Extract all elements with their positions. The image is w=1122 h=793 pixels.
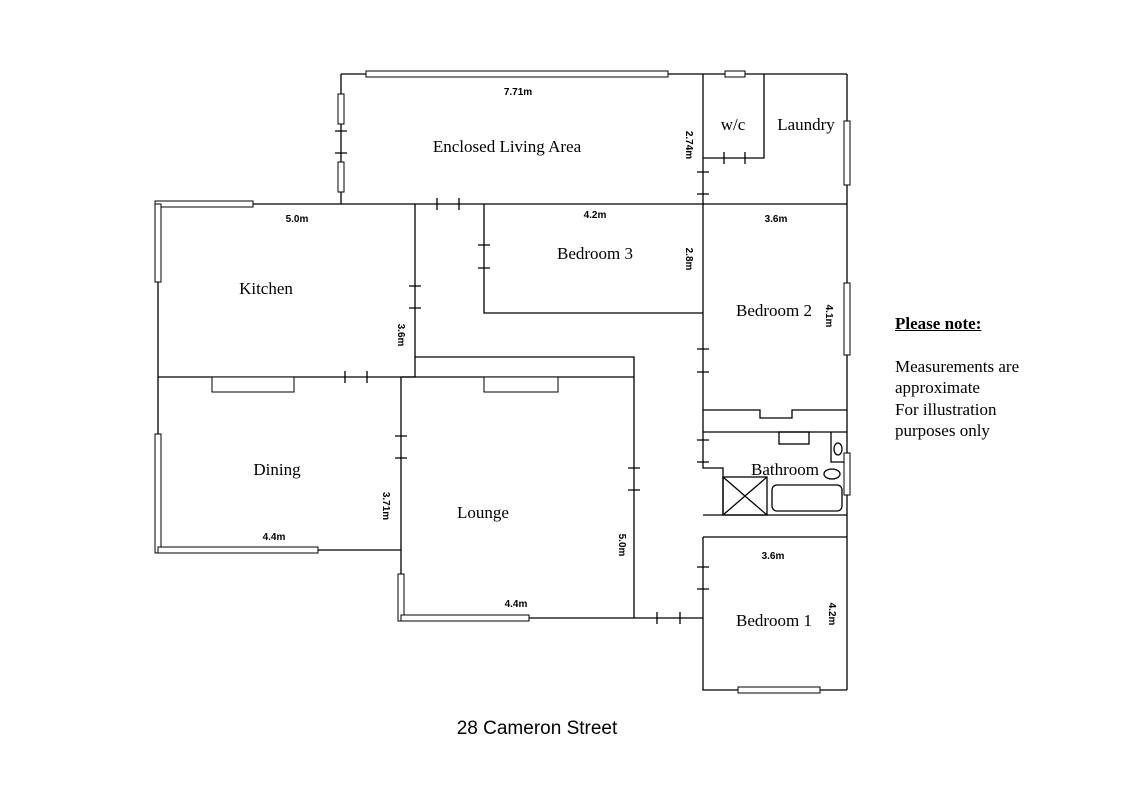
note-line: For illustration — [895, 399, 997, 419]
room-label-bathroom: Bathroom — [751, 460, 819, 479]
dim-dining-width: 4.4m — [263, 532, 286, 543]
room-label-dining: Dining — [253, 460, 301, 479]
bathroom-fixtures — [722, 431, 847, 516]
dim-enclosed-living-depth: 2.74m — [683, 131, 694, 159]
dim-bedroom1-width: 3.6m — [762, 551, 785, 562]
bathtub-fixture — [771, 484, 843, 512]
note-line: Measurements are — [895, 356, 1020, 376]
note-heading: Please note: — [895, 314, 982, 333]
room-label-enclosed-living: Enclosed Living Area — [433, 137, 582, 156]
shower-fixture — [722, 476, 768, 516]
dim-bedroom3-depth: 2.8m — [683, 248, 694, 271]
dim-kitchen-width: 5.0m — [286, 214, 309, 225]
dim-bedroom2-depth: 4.1m — [823, 305, 834, 328]
note-line: purposes only — [895, 421, 990, 440]
disclaimer-note: Please note: Measurements are approximat… — [895, 313, 1019, 442]
room-label-wc: w/c — [721, 115, 746, 134]
room-label-lounge: Lounge — [457, 503, 509, 522]
room-label-bedroom-1: Bedroom 1 — [736, 611, 812, 630]
plan-title: 28 Cameron Street — [457, 718, 618, 739]
dim-bedroom1-depth: 4.2m — [826, 603, 837, 626]
dim-kitchen-depth: 3.6m — [395, 324, 406, 347]
room-label-bedroom-2: Bedroom 2 — [736, 301, 812, 320]
room-label-kitchen: Kitchen — [239, 279, 293, 298]
toilet-fixture — [823, 468, 841, 480]
room-label-laundry: Laundry — [777, 115, 835, 134]
dim-lounge-width: 4.4m — [505, 599, 528, 610]
vanity-fixture — [778, 431, 810, 445]
door-marks — [335, 130, 746, 624]
dim-bedroom3-width: 4.2m — [584, 210, 607, 221]
dim-enclosed-living-width: 7.71m — [504, 87, 532, 98]
dim-lounge-depth: 5.0m — [616, 534, 627, 557]
note-line: approximate — [895, 378, 980, 397]
windows — [154, 70, 851, 694]
room-label-bedroom-3: Bedroom 3 — [557, 244, 633, 263]
basin-fixture — [833, 442, 843, 456]
dim-bedroom2-width: 3.6m — [765, 214, 788, 225]
dim-dining-depth: 3.71m — [380, 492, 391, 520]
